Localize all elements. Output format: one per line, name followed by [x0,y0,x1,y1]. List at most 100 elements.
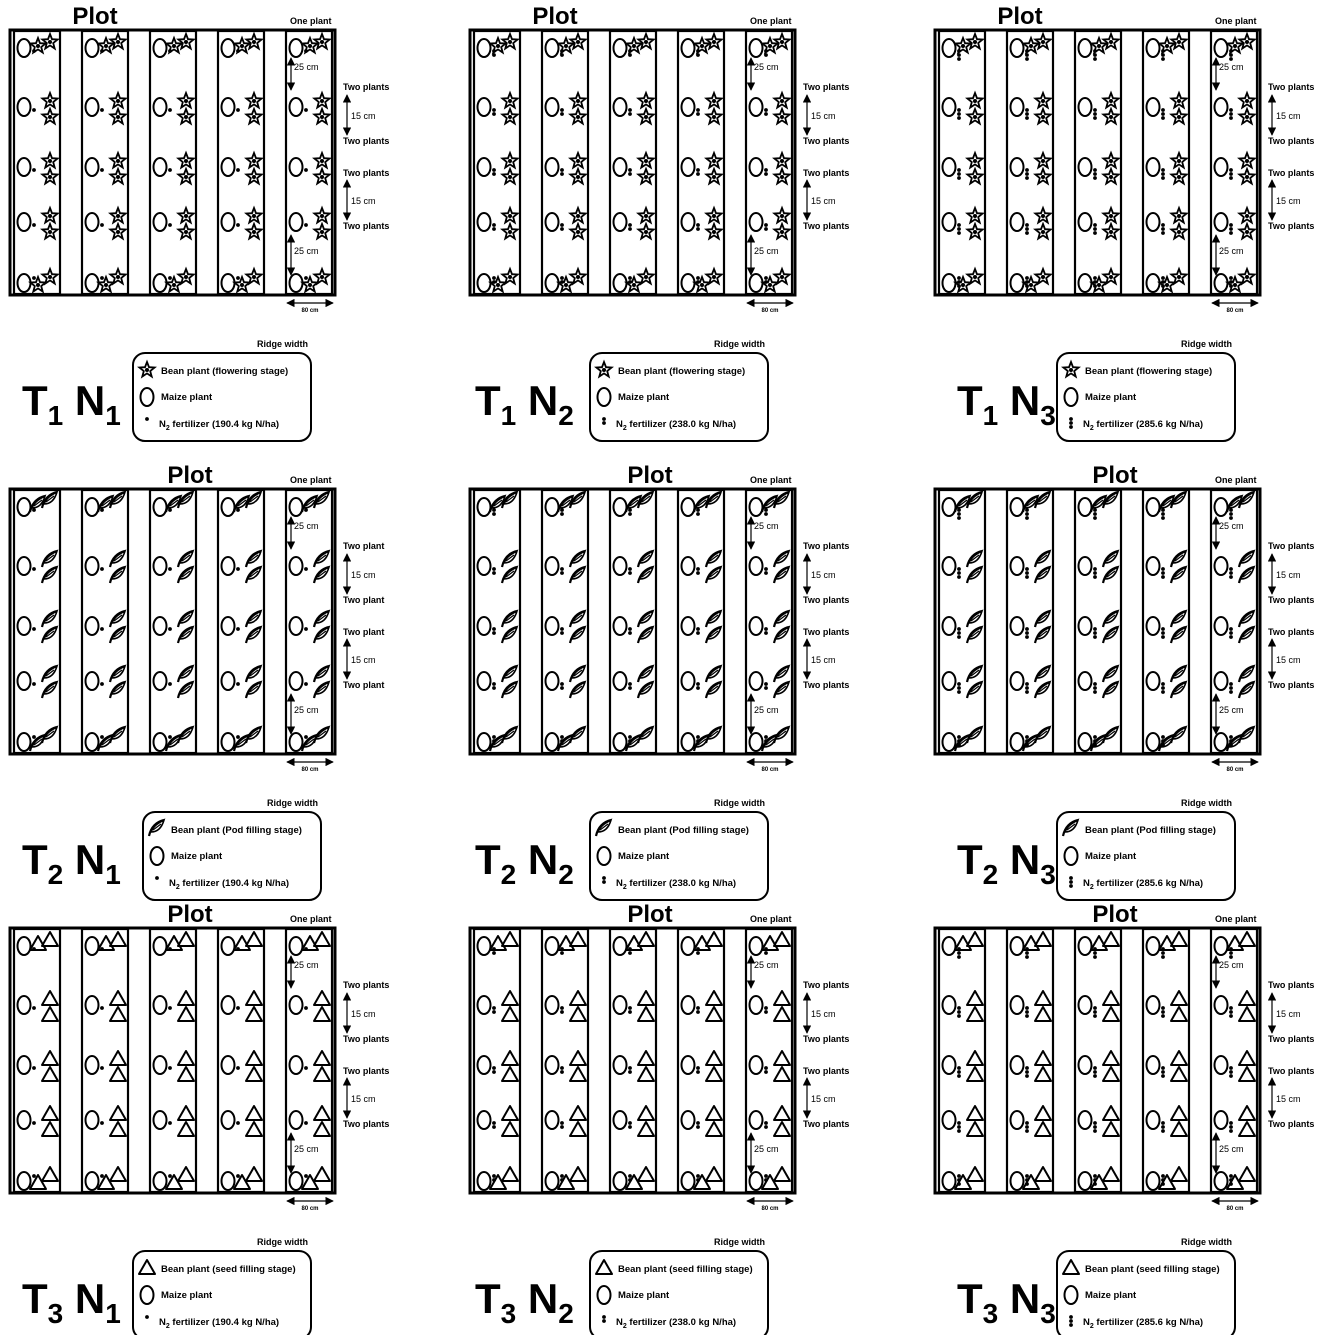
maize-plant [16,556,32,576]
bean-plant [176,166,196,186]
two-plants-label: Two plants [343,1066,389,1076]
spacing-label-15: 15 cm [1276,1094,1301,1104]
fertilizer-marker [696,168,700,176]
maize-plant [84,157,100,177]
maize-plant [1145,273,1161,293]
bean-plant [1101,221,1121,241]
legend-maize-label: Maize plant [618,1290,670,1301]
bean-plant [312,609,331,628]
legend-maize-icon [1063,1285,1079,1305]
fertilizer-marker [764,508,768,516]
bean-plant [164,35,184,55]
ridge-strip [676,29,726,296]
spacing-label-15: 15 cm [811,1094,836,1104]
maize-plant [1145,157,1161,177]
maize-plant [16,1110,32,1130]
bean-plant [569,1006,587,1022]
fertilizer-marker [492,1121,496,1129]
legend-fertilizer-icon [155,876,159,880]
bean-plant [501,1006,519,1022]
legend-bean-label: Bean plant (Pod filling stage) [171,825,302,836]
bean-plant [1237,31,1257,51]
bean-plant [636,221,656,241]
bean-plant [97,1174,115,1190]
bean-plant [301,935,319,951]
bean-plant [232,494,251,513]
fertilizer-marker [957,223,961,235]
fertilizer-marker [957,108,961,120]
two-plants-label: Two plants [803,1034,849,1044]
bean-plant [41,1050,59,1066]
bean-plant [772,221,792,241]
bean-plant [40,150,60,170]
fertilizer-marker [492,1006,496,1014]
bean-plant [244,221,264,241]
maize-plant [84,1171,100,1191]
bean-plant [637,1050,655,1066]
fertilizer-marker [168,1174,172,1178]
maize-plant [612,936,628,956]
fertilizer-marker [560,1121,564,1129]
fertilizer-marker [32,1066,36,1070]
maize-plant [476,616,492,636]
bean-plant [1169,609,1188,628]
fertilizer-marker [32,627,36,631]
maize-plant [16,38,32,58]
bean-plant [1102,1066,1120,1082]
bean-plant [772,106,792,126]
maize-plant [16,732,32,752]
maize-plant [84,995,100,1015]
bean-plant [1101,664,1120,683]
bean-plant [1169,166,1189,186]
bean-plant [1157,35,1177,55]
bean-plant [1225,35,1245,55]
maize-plant [220,273,236,293]
bean-plant [965,609,984,628]
maize-plant [84,616,100,636]
bean-plant [636,150,656,170]
bean-plant [1169,565,1188,584]
bean-plant [1089,35,1109,55]
bean-plant [1089,733,1108,752]
bean-plant [1237,625,1256,644]
maize-plant [1009,671,1025,691]
bean-plant [772,31,792,51]
fertilizer-marker [1161,627,1165,639]
fertilizer-marker [696,1121,700,1129]
ridge-strip [1141,29,1191,296]
bean-plant [636,166,656,186]
bean-plant [966,1105,984,1121]
maize-plant [84,38,100,58]
spacing-label-15: 15 cm [811,196,836,206]
spacing-label-15: 15 cm [811,570,836,580]
bean-plant [176,205,196,225]
plot-title: Plot [997,3,1042,30]
bean-plant [40,166,60,186]
bean-plant [177,1166,195,1182]
maize-plant [544,1055,560,1075]
fertilizer-marker [100,276,104,280]
fertilizer-marker [764,567,768,575]
bean-plant [1169,205,1189,225]
bean-plant [1169,106,1189,126]
maize-plant [84,1055,100,1075]
spacing-label-25: 25 cm [754,705,779,715]
maize-plant [1145,97,1161,117]
plot-title: Plot [72,3,117,30]
bean-plant [313,1050,331,1066]
one-plant-label: One plant [290,16,332,26]
spacing-label-15: 15 cm [811,655,836,665]
two-plants-label: Two plants [803,168,849,178]
bean-plant [965,106,985,126]
fertilizer-marker [1093,567,1097,579]
bean-plant [1102,1166,1120,1182]
bean-plant [500,565,519,584]
maize-plant [220,616,236,636]
fertilizer-marker [957,1121,961,1133]
legend-maize-icon [1063,387,1079,407]
bean-plant [760,35,780,55]
bean-plant [761,935,779,951]
fertilizer-marker [32,682,36,686]
